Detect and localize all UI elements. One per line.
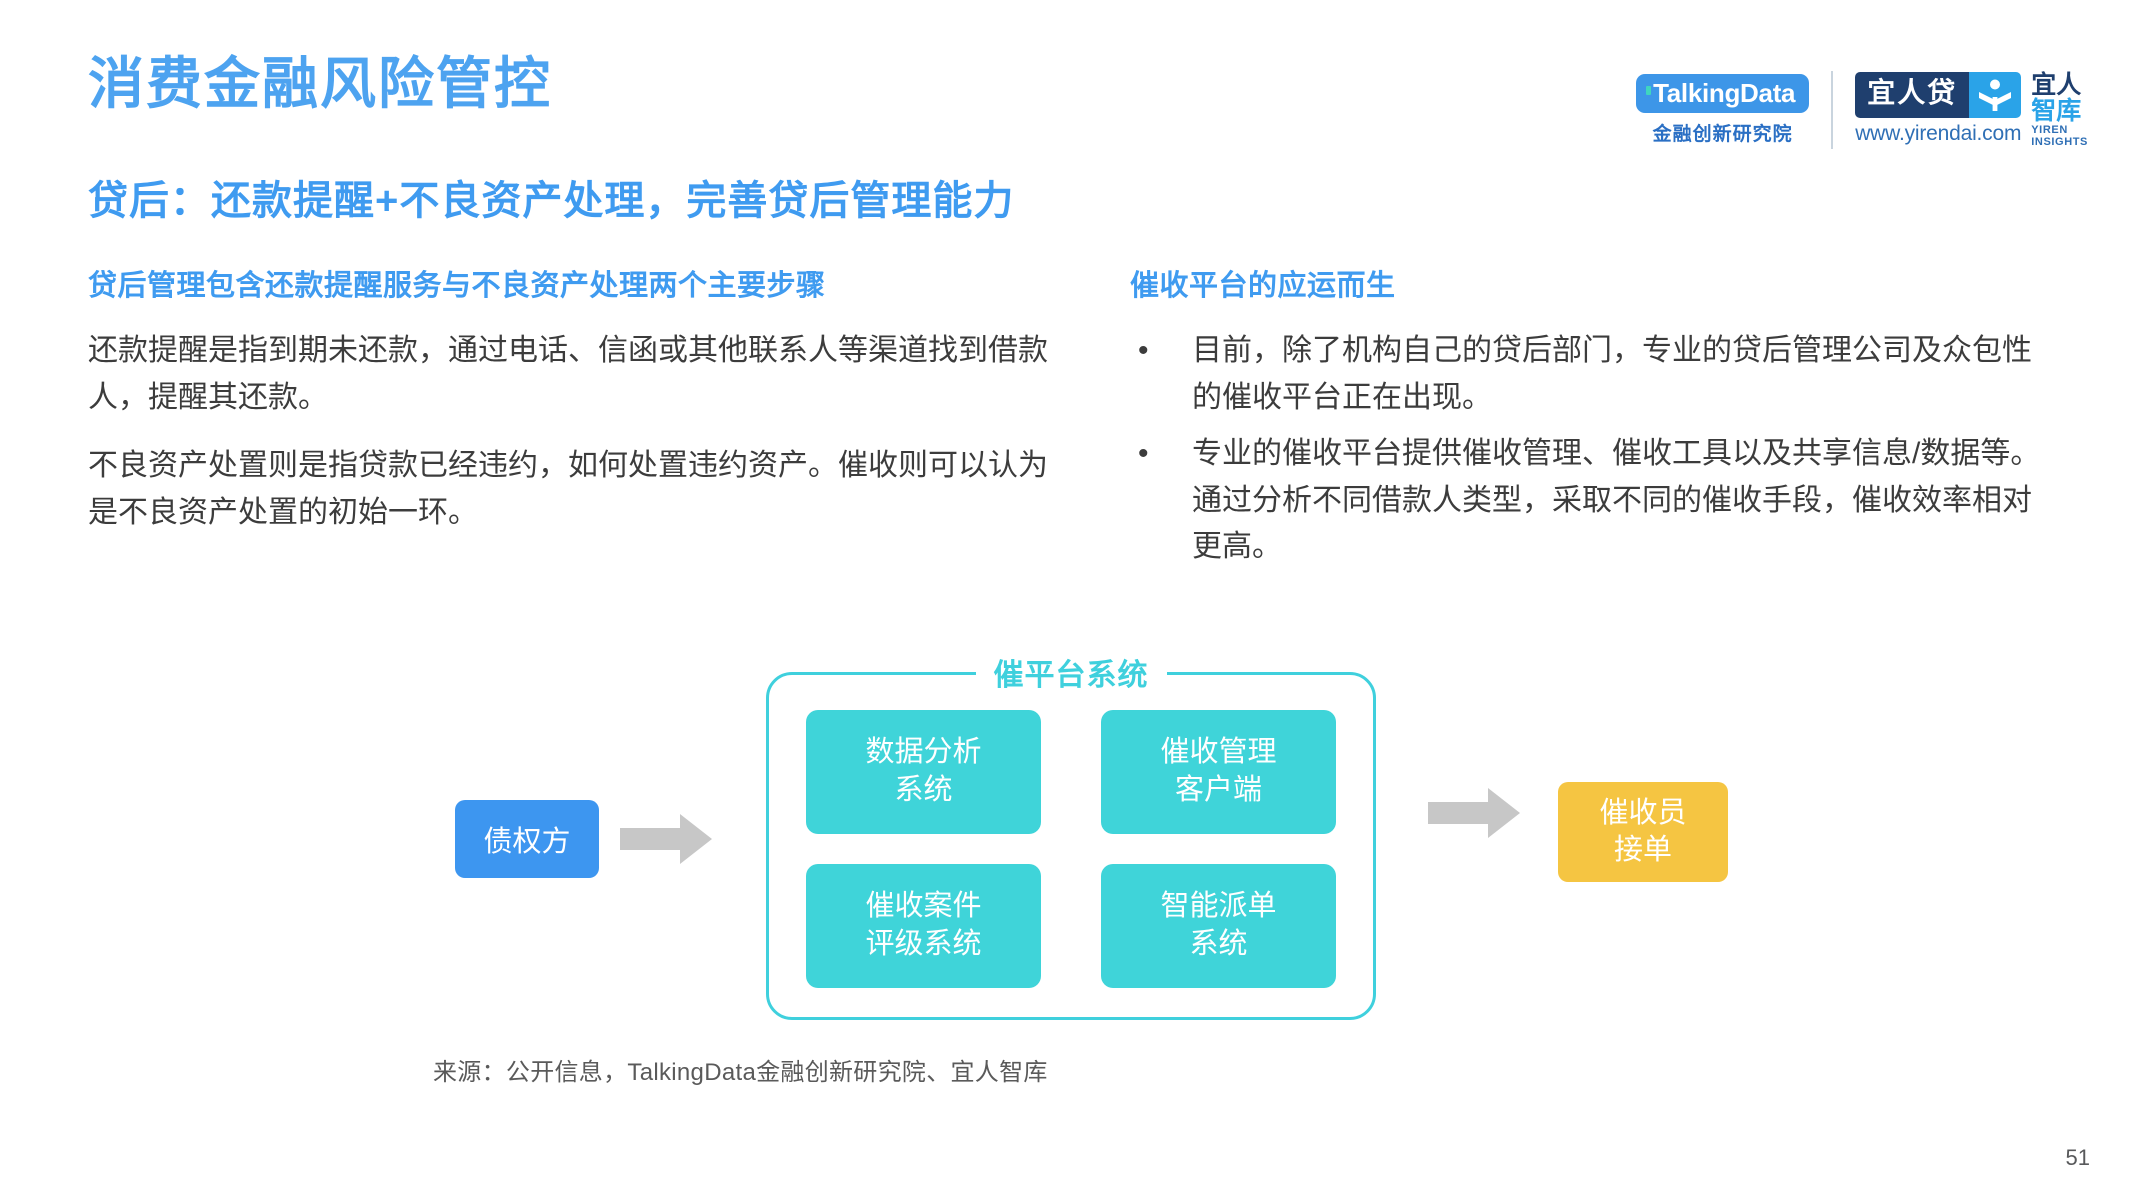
diagram-cell-label: 催收管理客户端 (1160, 736, 1277, 806)
page-subtitle: 贷后：还款提醒+不良资产处理，完善贷后管理能力 (88, 179, 1015, 223)
yiren-insights-logo: 宜人 智库 YIREN INSIGHTS (2031, 72, 2088, 149)
yirendai-url: www.yirendai.com (1855, 121, 2022, 145)
yirendai-logo: 宜人贷 www.yirendai.com 宜人 智库 (1855, 71, 2088, 149)
diagram-cell-collection-management: 催收管理客户端 (1101, 710, 1336, 834)
talkingdata-subtitle: 金融创新研究院 (1652, 124, 1793, 145)
yiren-insights-en2: INSIGHTS (2031, 136, 2088, 148)
bullet-text: 目前，除了机构自己的贷后部门，专业的贷后管理公司及众包性的催收平台正在出现。 (1192, 334, 2032, 414)
talkingdata-badge: TalkingData (1636, 74, 1810, 113)
logo-divider (1831, 71, 1834, 149)
list-item: • 专业的催收平台提供催收管理、催收工具以及共享信息/数据等。通过分析不同借款人… (1130, 431, 2060, 571)
bullet-marker-icon: • (1138, 334, 1149, 367)
right-column: 催收平台的应运而生 • 目前，除了机构自己的贷后部门，专业的贷后管理公司及众包性… (1130, 262, 2060, 581)
diagram-cell-case-rating: 催收案件评级系统 (806, 864, 1041, 988)
diagram-cell-smart-dispatch: 智能派单系统 (1101, 864, 1336, 988)
left-column-paragraph-2: 不良资产处置则是指贷款已经违约，如何处置违约资产。催收则可以认为是不良资产处置的… (88, 449, 1048, 529)
yirendai-person-icon (1969, 71, 2022, 118)
list-item: • 目前，除了机构自己的贷后部门，专业的贷后管理公司及众包性的催收平台正在出现。 (1130, 328, 2060, 421)
diagram-node-collector-label: 催收员接单 (1599, 796, 1687, 866)
page-title: 消费金融风险管控 (88, 52, 552, 115)
yiren-insights-line2: 智库 (2031, 98, 2081, 124)
right-column-bullet-list: • 目前，除了机构自己的贷后部门，专业的贷后管理公司及众包性的催收平台正在出现。… (1130, 328, 2060, 571)
yiren-insights-en1: YIREN (2031, 123, 2068, 136)
left-column-paragraph-1: 还款提醒是指到期未还款，通过电话、信函或其他联系人等渠道找到借款人，提醒其还款。 (88, 334, 1048, 414)
diagram-cell-label: 数据分析系统 (865, 736, 982, 806)
left-column: 贷后管理包含还款提醒服务与不良资产处理两个主要步骤 还款提醒是指到期未还款，通过… (88, 262, 1063, 558)
yirendai-logo-main: 宜人贷 www.yirendai.com (1855, 71, 2022, 146)
yiren-insights-cn1: 宜人 (2031, 70, 2082, 99)
diagram-cell-label: 智能派单系统 (1160, 890, 1277, 960)
diagram-node-creditor: 债权方 (455, 800, 599, 878)
yirendai-badge-label: 宜人贷 (1855, 71, 1970, 118)
talkingdata-logo: TalkingData 金融创新研究院 (1636, 74, 1810, 146)
yiren-insights-cn2: 智库 (2031, 96, 2082, 125)
talkingdata-tick-icon (1646, 86, 1652, 95)
diagram-cell-label: 催收案件评级系统 (865, 890, 982, 960)
source-note: 来源：公开信息，TalkingData金融创新研究院、宜人智库 (433, 1059, 1048, 1086)
arrow-right-icon-1 (620, 812, 712, 871)
yiren-insights-line1: 宜人 (2031, 72, 2081, 98)
diagram-node-collector: 催收员接单 (1558, 782, 1728, 882)
talkingdata-badge-label: TalkingData (1653, 78, 1796, 108)
bullet-text: 专业的催收平台提供催收管理、催收工具以及共享信息/数据等。通过分析不同借款人类型… (1192, 437, 2041, 563)
page-number: 51 (2065, 1145, 2090, 1170)
bullet-marker-icon: • (1138, 437, 1149, 470)
left-column-heading: 贷后管理包含还款提醒服务与不良资产处理两个主要步骤 (88, 270, 826, 302)
diagram-platform-grid: 数据分析系统 催收管理客户端 催收案件评级系统 智能派单系统 (806, 710, 1336, 988)
diagram-cell-data-analysis: 数据分析系统 (806, 710, 1041, 834)
right-column-heading: 催收平台的应运而生 (1130, 270, 1396, 302)
yirendai-badge: 宜人贷 (1855, 71, 2022, 118)
arrow-right-icon-2 (1428, 786, 1520, 845)
logo-area: TalkingData 金融创新研究院 宜人贷 www.yirend (1636, 62, 2088, 158)
